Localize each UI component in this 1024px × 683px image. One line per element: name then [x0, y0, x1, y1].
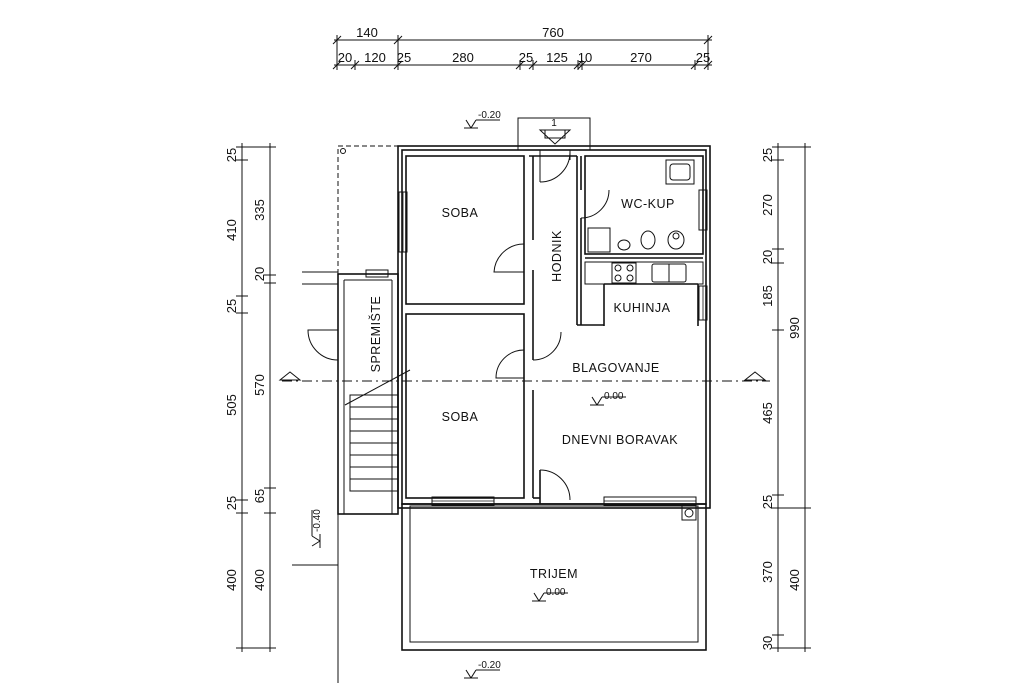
level-marker-living: 0.00 [590, 391, 626, 406]
room-label-trijem: TRIJEM [530, 567, 578, 581]
dim-detail-280: 280 [452, 50, 474, 65]
room-labels: SOBA SOBA HODNIK WC-KUP KUHINJA BLAGOVAN… [368, 197, 678, 581]
room-label-kuhinja: KUHINJA [614, 301, 671, 315]
storage-annex [292, 145, 411, 683]
entrance-marker-label: 1 [551, 118, 557, 129]
dim-left-400-outer: 400 [224, 569, 239, 591]
entrance-arrow: 1 [538, 118, 572, 145]
dim-right-270: 270 [760, 194, 775, 216]
room-label-hodnik: HODNIK [550, 230, 564, 282]
dim-detail-20: 20 [338, 50, 352, 65]
dim-left-25c: 25 [224, 496, 239, 510]
room-label-wc: WC-KUP [621, 197, 675, 211]
dim-left-25b: 25 [224, 299, 239, 313]
dim-right-30: 30 [760, 636, 775, 650]
room-label-soba-top: SOBA [442, 206, 479, 220]
dim-top-760: 760 [542, 25, 564, 40]
dim-right-185: 185 [760, 285, 775, 307]
level-left-value: -0.40 [312, 509, 323, 532]
dim-right-370: 370 [760, 561, 775, 583]
dim-detail-125: 125 [546, 50, 568, 65]
level-marker-terrace: 0.00 [532, 587, 568, 602]
room-label-blagovanje: BLAGOVANJE [572, 361, 659, 375]
doors [307, 151, 610, 501]
dim-right-990: 990 [787, 317, 802, 339]
room-label-dnevni-boravak: DNEVNI BORAVAK [562, 433, 678, 447]
level-marker-left: -0.40 [311, 509, 323, 548]
dim-left-65: 65 [252, 489, 267, 503]
dim-left-570: 570 [252, 374, 267, 396]
dim-right-25b: 25 [760, 495, 775, 509]
dim-detail-120: 120 [364, 50, 386, 65]
dim-left-335: 335 [252, 199, 267, 221]
room-label-soba-bottom: SOBA [442, 410, 479, 424]
dim-detail-25c: 25 [696, 50, 710, 65]
level-bottom-value: -0.20 [478, 660, 501, 671]
dim-detail-10: 10 [578, 50, 592, 65]
dim-detail-270: 270 [630, 50, 652, 65]
dim-detail-25b: 25 [519, 50, 533, 65]
level-marker-bottom: -0.20 [464, 660, 501, 679]
dim-left-400-inner: 400 [252, 569, 267, 591]
dim-left-410: 410 [224, 219, 239, 241]
dim-right-465: 465 [760, 402, 775, 424]
level-living-value: 0.00 [604, 391, 624, 402]
dim-left-20: 20 [252, 267, 267, 281]
level-markers: -0.20 0.00 0.00 -0.40 -0 [311, 110, 626, 679]
dim-left-25a: 25 [224, 148, 239, 162]
windows [365, 189, 708, 506]
right-dimensions: 25 270 20 185 465 25 370 30 990 400 [760, 143, 811, 652]
dim-right-25a: 25 [760, 148, 775, 162]
level-entrance-value: -0.20 [478, 110, 501, 121]
dim-top-140: 140 [356, 25, 378, 40]
level-terrace-value: 0.00 [546, 587, 566, 598]
stairs [349, 394, 399, 492]
level-marker-entrance: -0.20 [464, 110, 501, 129]
dim-left-505: 505 [224, 394, 239, 416]
dim-right-400: 400 [787, 569, 802, 591]
dim-detail-25a: 25 [397, 50, 411, 65]
room-label-spremiste: SPREMIŠTE [368, 296, 383, 373]
section-line [278, 371, 770, 382]
dim-right-20: 20 [760, 250, 775, 264]
top-dimensions: 140 760 20 120 25 280 25 125 10 270 25 [332, 25, 713, 70]
left-dimensions: 25 410 25 505 25 400 335 20 570 65 400 [224, 143, 276, 652]
fixtures [587, 159, 697, 521]
